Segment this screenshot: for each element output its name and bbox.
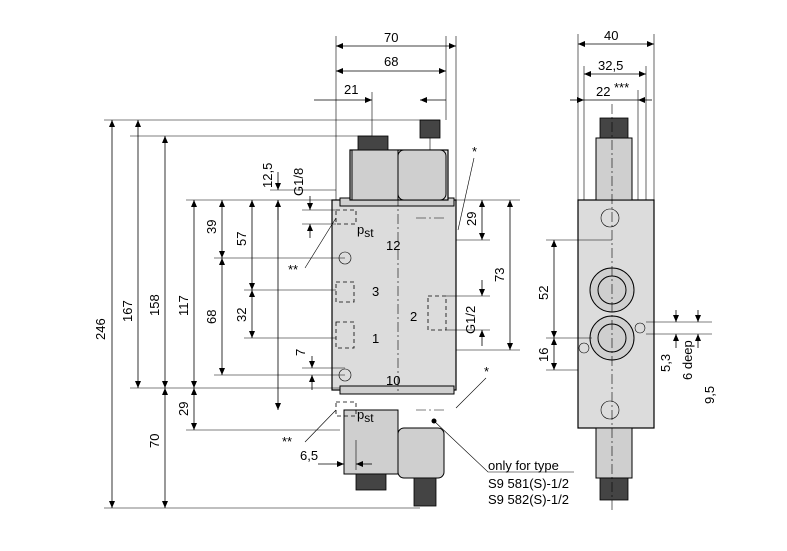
dim-29-bottom: 29 <box>176 402 191 416</box>
label-port-10: 10 <box>386 373 400 388</box>
port-3-bore <box>335 281 355 303</box>
cable-gland-top <box>357 135 389 151</box>
mark-dstar-top: ** <box>288 262 298 277</box>
dim-32: 32 <box>234 308 249 322</box>
bottom-connector <box>397 427 445 479</box>
thread-g18: G1/8 <box>291 168 306 196</box>
port-1-bore <box>335 321 355 349</box>
coil <box>351 149 399 201</box>
dim-52: 52 <box>536 286 551 300</box>
dim-39: 39 <box>204 220 219 234</box>
side-port-top <box>600 208 620 228</box>
label-port-12: 12 <box>386 238 400 253</box>
label-pst-bottom: pst <box>357 407 374 425</box>
note-line-1: only for type <box>488 458 559 473</box>
dim-246: 246 <box>93 318 108 340</box>
label-pst-top: pst <box>357 222 374 240</box>
dim-16: 16 <box>536 348 551 362</box>
dim-73: 73 <box>492 268 507 282</box>
dim-22: 22 <box>596 84 610 99</box>
dim-21: 21 <box>344 82 358 97</box>
dim-70-bottom: 70 <box>147 434 162 448</box>
side-port-bottom <box>600 400 620 420</box>
side-body <box>577 199 655 429</box>
side-dimensions: 40 32,5 22 *** 52 16 5,3 6 deep 9,5 <box>536 28 717 404</box>
valve-body <box>331 199 457 391</box>
label-port-3: 3 <box>372 284 379 299</box>
dim-29-top: 29 <box>464 212 479 226</box>
mark-triple-star: *** <box>614 80 629 95</box>
mark-dstar-bottom: ** <box>282 434 292 449</box>
note-line-3: S9 582(S)-1/2 <box>488 492 569 507</box>
bottom-coil <box>343 409 399 475</box>
label-port-2: 2 <box>410 309 417 324</box>
bottom-plate <box>339 385 455 395</box>
side-gland-top <box>599 117 629 139</box>
dim-5-3: 5,3 <box>658 354 673 372</box>
dim-6-5: 6,5 <box>300 448 318 463</box>
dim-167: 167 <box>120 300 135 322</box>
note-line-2: S9 581(S)-1/2 <box>488 476 569 491</box>
front-dimensions: 70 68 21 246 167 158 117 39 68 57 32 <box>93 30 574 509</box>
pilot-port-bottom <box>335 401 357 417</box>
dim-9-5: 9,5 <box>702 386 717 404</box>
side-view <box>577 104 655 510</box>
bottom-gland <box>355 473 387 491</box>
side-coil-top <box>595 137 633 201</box>
bottom-gland-right <box>413 477 437 507</box>
dim-6-deep: 6 deep <box>680 340 695 380</box>
dim-40: 40 <box>604 28 618 43</box>
cable-gland-right <box>419 119 441 139</box>
front-view: pst 12 3 2 1 10 pst <box>331 119 457 507</box>
dim-70: 70 <box>384 30 398 45</box>
side-mount-hole-left <box>578 342 590 354</box>
dim-68-left: 68 <box>204 310 219 324</box>
label-port-1: 1 <box>372 331 379 346</box>
side-mount-hole-right <box>634 322 646 334</box>
pilot-port-top <box>335 209 357 225</box>
dim-117: 117 <box>176 295 191 316</box>
plug-connector <box>397 149 447 201</box>
dim-7: 7 <box>293 349 308 356</box>
dim-12-5: 12,5 <box>260 163 275 188</box>
thread-g12: G1/2 <box>463 306 478 334</box>
mark-star-bottom: * <box>484 364 489 379</box>
side-gland-bottom <box>599 477 629 501</box>
dim-32-5: 32,5 <box>598 58 623 73</box>
dim-68: 68 <box>384 54 398 69</box>
dim-158: 158 <box>147 294 162 316</box>
mark-star-top: * <box>472 144 477 159</box>
dim-57: 57 <box>234 232 249 246</box>
side-coil-bottom <box>595 427 633 479</box>
